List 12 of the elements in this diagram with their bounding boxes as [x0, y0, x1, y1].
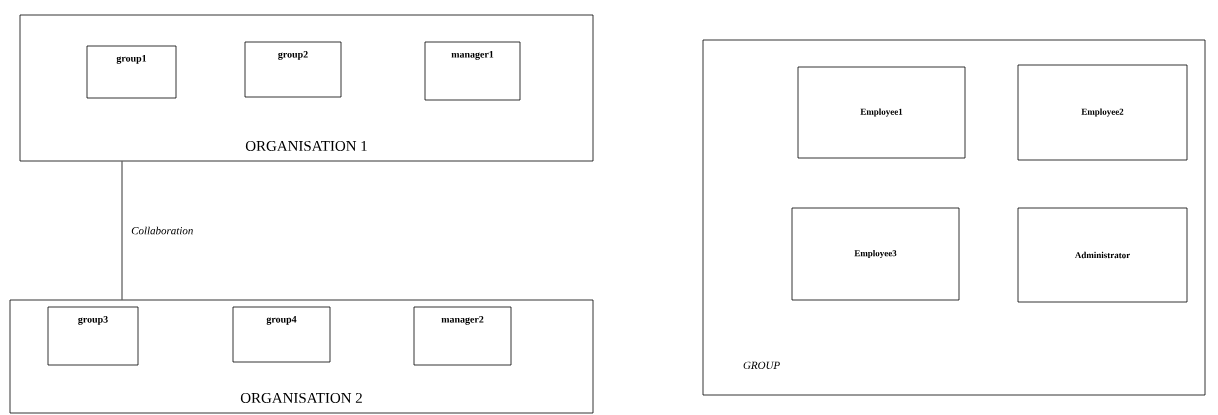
manager-box: manager2: [413, 306, 512, 366]
employee-box: Employee3: [791, 207, 960, 301]
edge-label: Collaboration: [130, 225, 195, 236]
connector-line: [121, 161, 123, 300]
group-box: group1: [86, 45, 177, 99]
group-box: group3: [47, 306, 139, 366]
employee-box: Employee2: [1017, 64, 1188, 161]
employee-box: Employee1: [797, 66, 966, 159]
group-box: group4: [232, 306, 331, 363]
manager-box: manager1: [424, 41, 521, 101]
administrator-box: Administrator: [1017, 207, 1188, 303]
group-box: group2: [244, 41, 342, 98]
